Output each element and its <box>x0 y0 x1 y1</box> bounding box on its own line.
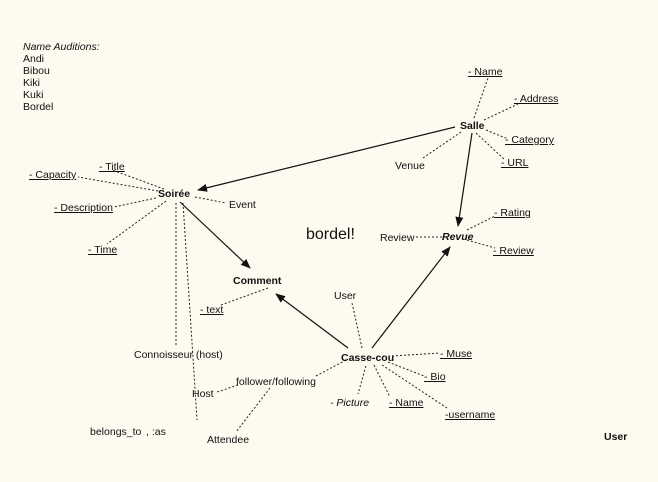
edge-salle-name <box>473 77 489 119</box>
name-auditions-heading: Name Auditions: <box>23 41 100 53</box>
cassecou-attr-username: -username <box>445 409 496 421</box>
edge-revue-review <box>466 239 496 249</box>
salle-attr-category: - Category <box>505 134 555 146</box>
edge-cassecou-muse <box>391 352 441 357</box>
label-event: Event <box>229 199 256 211</box>
entity-revue[interactable]: Revue <box>442 231 474 243</box>
edge-salle-address <box>483 103 519 121</box>
entity-soiree[interactable]: Soirée <box>158 188 191 200</box>
bordel-note: bordel! <box>306 226 355 243</box>
salle-attr-name: - Name <box>468 66 503 78</box>
entity-cassecou[interactable]: Casse-cou <box>341 352 395 364</box>
arrow-cassecou-revue <box>371 246 451 349</box>
audition-name: Bordel <box>23 101 54 113</box>
edge-soiree-event <box>194 196 227 204</box>
audition-name: Bibou <box>23 65 50 77</box>
label-follower-following: follower/following <box>236 376 316 388</box>
edge-soiree-time <box>106 200 167 245</box>
cassecou-attr-muse: - Muse <box>440 348 473 360</box>
cassecou-attr-name: - Name <box>389 397 424 409</box>
arrow-soiree-comment <box>179 201 251 269</box>
edge-cassecou-username <box>381 364 448 409</box>
label-host: Host <box>192 388 214 400</box>
label-review: Review <box>380 232 415 244</box>
edge-comment-text <box>220 287 269 306</box>
soiree-attr-capacity: - Capacity <box>29 169 77 181</box>
cassecou-attr-picture: - Picture <box>330 397 370 409</box>
edge-follower-attendee <box>235 387 271 433</box>
label-venue: Venue <box>395 160 425 172</box>
edge-soiree-attendee <box>182 202 198 421</box>
cassecou-attr-bio: - Bio <box>424 371 446 383</box>
arrow-salle-soiree <box>197 126 456 192</box>
edge-follower-host <box>216 384 239 393</box>
entity-comment[interactable]: Comment <box>233 275 282 287</box>
arrow-salle-revue <box>455 132 473 227</box>
comment-attr-text: - text <box>200 304 224 316</box>
arrow-cassecou-comment <box>275 293 349 349</box>
edge-soiree-description <box>113 197 157 208</box>
label-attendee: Attendee <box>207 434 250 446</box>
salle-attr-url: - URL <box>501 157 529 169</box>
edge-salle-venue <box>422 131 462 159</box>
entity-salle[interactable]: Salle <box>460 120 485 132</box>
soiree-attr-time: - Time <box>88 244 118 256</box>
label-as: , :as <box>146 426 166 438</box>
edge-cassecou-user <box>351 302 363 349</box>
edge-soiree-capacity <box>77 176 159 192</box>
salle-attr-address: - Address <box>514 93 559 105</box>
edge-revue-rating <box>466 215 496 231</box>
soiree-attr-description: - Description <box>54 202 113 214</box>
audition-name: Kuki <box>23 89 44 101</box>
name-auditions-list: Name Auditions: Andi Bibou Kiki Kuki Bor… <box>23 41 100 113</box>
edge-cassecou-picture <box>357 365 367 395</box>
edge-cassecou-bio <box>387 361 425 377</box>
edge-soiree-title <box>111 169 165 190</box>
label-connoisseur-host: Connoisseur (host) <box>134 349 223 361</box>
soiree-attr-title: - Title <box>99 161 125 173</box>
audition-name: Andi <box>23 53 45 65</box>
revue-attr-rating: - Rating <box>494 207 531 219</box>
label-belongs-to: belongs_to <box>90 426 142 438</box>
edge-cassecou-name <box>373 364 391 398</box>
audition-name: Kiki <box>23 77 40 89</box>
label-user-corner: User <box>604 431 628 443</box>
edge-cassecou-follower <box>315 359 347 377</box>
revue-attr-review: - Review <box>493 245 534 257</box>
label-user-mid: User <box>334 290 357 302</box>
edge-salle-url <box>475 132 506 161</box>
